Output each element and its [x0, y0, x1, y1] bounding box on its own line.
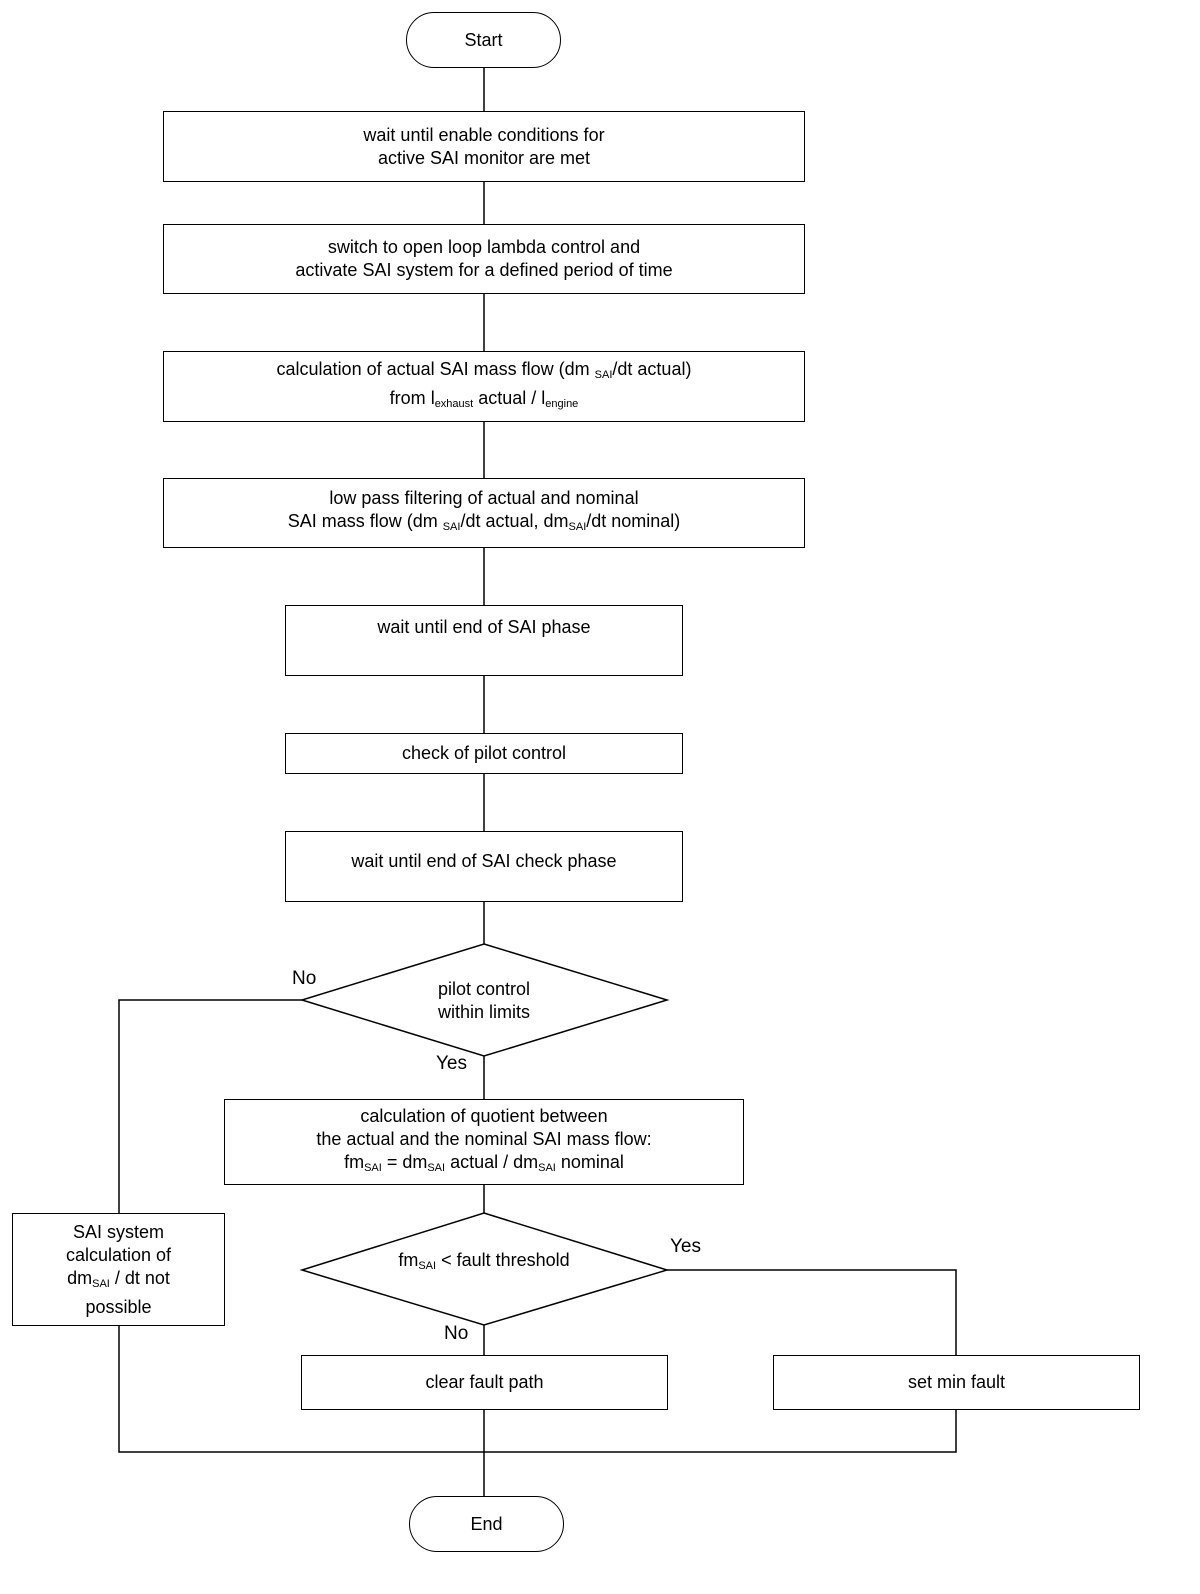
step-wait-sai-phase: wait until end of SAI phase — [285, 605, 683, 676]
decision-diamond-threshold — [299, 1212, 670, 1326]
step-text: SAI system — [72, 1221, 165, 1242]
decision-threshold-text: fmSAI < fault threshold — [398, 1249, 570, 1272]
step-text: activate SAI system for a defined period… — [295, 260, 673, 280]
step-calc-actual-flow: calculation of actual SAI mass flow (dm … — [163, 351, 805, 422]
step-text: low pass filtering of actual and nominal — [329, 488, 639, 508]
step-text: dmSAI / dt not — [67, 1267, 170, 1290]
step-text: wait until enable conditions for — [363, 124, 605, 145]
step-text: fmSAI = dmSAI actual / dmSAI nominal — [344, 1151, 624, 1174]
step-text: calculation of — [65, 1244, 172, 1265]
step-open-loop: switch to open loop lambda control and a… — [163, 224, 805, 294]
decision-threshold-yes-label: Yes — [670, 1236, 701, 1257]
step-text: clear fault path — [425, 1372, 544, 1392]
step-text: switch to open loop lambda control and — [327, 237, 641, 257]
step-text: calculation of quotient between — [360, 1105, 608, 1126]
decision-diamond-pilot — [299, 943, 670, 1057]
step-wait-check-phase: wait until end of SAI check phase — [285, 831, 683, 902]
step-wait-enable: wait until enable conditions for active … — [163, 111, 805, 182]
step-text: active SAI monitor are met — [377, 147, 591, 168]
start-terminal: Start — [406, 12, 561, 68]
step-text: possible — [85, 1296, 152, 1317]
step-calc-quotient: calculation of quotient between the actu… — [224, 1099, 744, 1185]
step-text: calculation of actual SAI mass flow (dm … — [276, 358, 692, 381]
start-label: Start — [464, 29, 503, 50]
step-text: wait until end of SAI phase — [377, 617, 591, 637]
end-terminal: End — [409, 1496, 564, 1552]
step-text: the actual and the nominal SAI mass flow… — [316, 1128, 652, 1149]
step-check-pilot: check of pilot control — [285, 733, 683, 774]
step-low-pass-filter: low pass filtering of actual and nominal… — [163, 478, 805, 548]
step-text: SAI mass flow (dm SAI/dt actual, dmSAI/d… — [287, 511, 681, 533]
step-clear-fault: clear fault path — [301, 1355, 668, 1410]
decision-threshold-no-label: No — [444, 1323, 469, 1344]
step-text: wait until end of SAI check phase — [351, 851, 617, 871]
connector-side-return — [118, 1326, 957, 1453]
connector-no-branch — [118, 999, 302, 1213]
step-text: check of pilot control — [401, 743, 567, 763]
step-text: set min fault — [907, 1372, 1006, 1392]
decision-pilot-yes-label: Yes — [436, 1053, 467, 1074]
step-text: from lexhaust actual / lengine — [389, 387, 579, 410]
step-set-min-fault: set min fault — [773, 1355, 1140, 1410]
side-not-possible-box: SAI system calculation of dmSAI / dt not… — [12, 1213, 225, 1326]
connector-yes-branch — [667, 1269, 957, 1355]
end-label: End — [470, 1513, 503, 1534]
decision-pilot-text: pilot control within limits — [437, 979, 531, 1022]
decision-pilot-no-label: No — [292, 968, 317, 989]
